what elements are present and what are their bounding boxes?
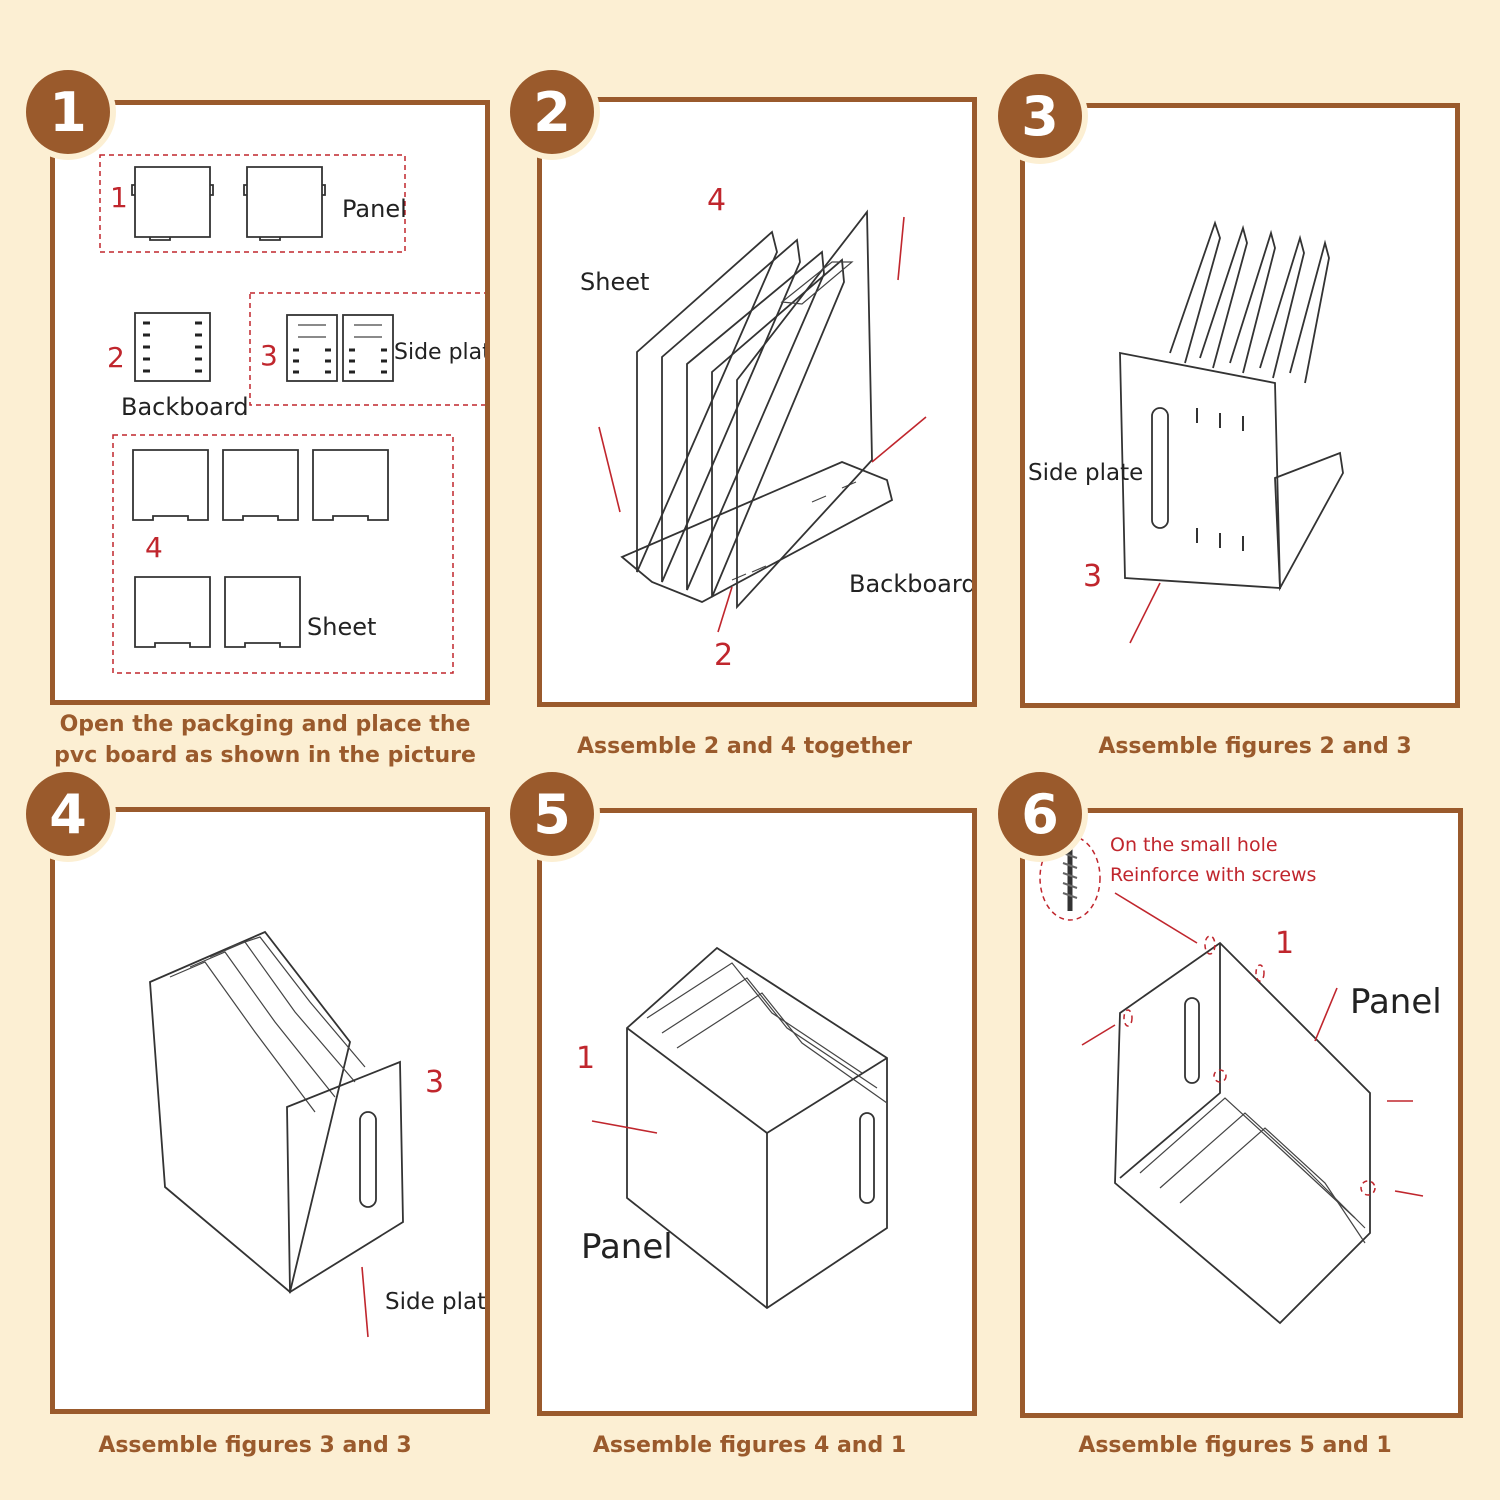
top-edge	[766, 1057, 888, 1134]
step2-label-backboard: Backboard	[849, 570, 972, 598]
step6-label-panel: Panel	[1350, 982, 1442, 1022]
side-plate-pieces	[286, 314, 394, 382]
step6-arrows	[1081, 892, 1424, 1197]
step-1-caption-line1: Open the packging and place the	[59, 712, 471, 737]
step1-label-sheet: Sheet	[307, 613, 376, 641]
step4-arrow	[361, 1266, 369, 1338]
step1-num-2: 2	[107, 341, 125, 374]
step2-label-sheet: Sheet	[580, 268, 649, 296]
inner-edge	[1119, 943, 1221, 1179]
step-4-badge: 4	[20, 766, 116, 862]
step1-label-side-plate: Side plate	[394, 340, 485, 365]
screw-icon	[1039, 835, 1101, 921]
step-4-caption: Assemble figures 3 and 3	[98, 1433, 412, 1458]
step2-num-2: 2	[714, 638, 733, 673]
step1-label-panel: Panel	[342, 195, 407, 223]
handle-hole	[1151, 407, 1169, 529]
step-1-caption: Open the packging and place the pvc boar…	[30, 709, 500, 771]
step3-label-side-plate: Side plate	[1028, 460, 1143, 486]
side-plate	[286, 1060, 404, 1294]
step-1-caption-line2: pvc board as shown in the picture	[54, 743, 476, 768]
group-1-outline	[99, 154, 406, 253]
step-2-badge: 2	[504, 64, 600, 160]
inner-dividers	[169, 936, 366, 1113]
sheet-stack	[636, 209, 873, 610]
step2-arrows	[598, 216, 927, 633]
step5-num-1: 1	[576, 1041, 595, 1076]
step-3-panel: Side plate 3	[1020, 103, 1460, 708]
step1-num-4: 4	[145, 531, 163, 564]
step-2-caption: Assemble 2 and 4 together	[576, 734, 913, 759]
step-6-drawing: On the small hole Reinforce with screws …	[1039, 834, 1442, 1325]
step-1-panel: 1 Panel 2 Backboard 3 Side plate	[50, 100, 490, 705]
group-3-outline	[249, 292, 485, 406]
step-3-badge: 3	[992, 68, 1088, 164]
panel-piece-a	[131, 166, 214, 241]
backboard-base	[620, 461, 894, 603]
box-outline	[149, 930, 351, 1294]
box-outline	[626, 946, 888, 1310]
side-plate-front	[1119, 351, 1281, 589]
backboard-piece	[134, 312, 211, 382]
step2-num-4: 4	[707, 183, 726, 218]
sheet-fins	[1169, 220, 1330, 384]
step-5-badge: 5	[504, 766, 600, 862]
handle-hole	[1184, 997, 1200, 1084]
step-1-drawing: 1 Panel 2 Backboard 3 Side plate	[99, 154, 485, 674]
step1-num-3: 3	[260, 339, 278, 372]
sheet-pieces	[132, 449, 389, 648]
divider-lines	[646, 962, 888, 1104]
step-6-panel: On the small hole Reinforce with screws …	[1020, 808, 1463, 1418]
step-5-caption: Assemble figures 4 and 1	[592, 1433, 907, 1458]
step5-arrow	[591, 1120, 658, 1134]
step1-label-backboard: Backboard	[121, 393, 249, 421]
step-5-panel: 1 Panel	[537, 808, 977, 1416]
step5-label-panel: Panel	[581, 1227, 673, 1267]
step4-num-3: 3	[425, 1065, 444, 1100]
step-1-badge: 1	[20, 64, 116, 160]
side-plate-slots	[1196, 408, 1244, 551]
step-5-drawing: 1 Panel	[576, 946, 888, 1310]
step-4-drawing: 3 Side plate	[149, 930, 485, 1338]
step3-arrow	[1129, 582, 1161, 644]
step-6-caption: Assemble figures 5 and 1	[1078, 1433, 1392, 1458]
step6-note-line2: Reinforce with screws	[1110, 864, 1316, 886]
base-board	[1274, 451, 1344, 592]
side-plate-hole	[359, 1111, 377, 1208]
step-3-drawing: Side plate 3	[1028, 220, 1344, 644]
step-2-panel: 4 Sheet Backboard 2	[537, 97, 977, 707]
step-2-drawing: 4 Sheet Backboard 2	[580, 183, 972, 673]
group-4-outline	[112, 434, 454, 674]
step-3-caption: Assemble figures 2 and 3	[1098, 734, 1412, 759]
dividers	[1139, 1097, 1366, 1244]
step6-num-1: 1	[1275, 926, 1294, 961]
screw-holes	[1123, 935, 1376, 1196]
panel-piece-b	[243, 166, 326, 241]
step1-num-1: 1	[110, 181, 128, 214]
base-slots	[731, 481, 857, 581]
step-4-panel: 3 Side plate	[50, 807, 490, 1414]
backboard-slots	[143, 321, 202, 373]
step4-label-side-plate: Side plate	[385, 1289, 485, 1315]
handle-hole	[859, 1112, 875, 1204]
step3-num-3: 3	[1083, 559, 1102, 594]
step-6-badge: 6	[992, 766, 1088, 862]
step6-note-line1: On the small hole	[1110, 834, 1278, 856]
